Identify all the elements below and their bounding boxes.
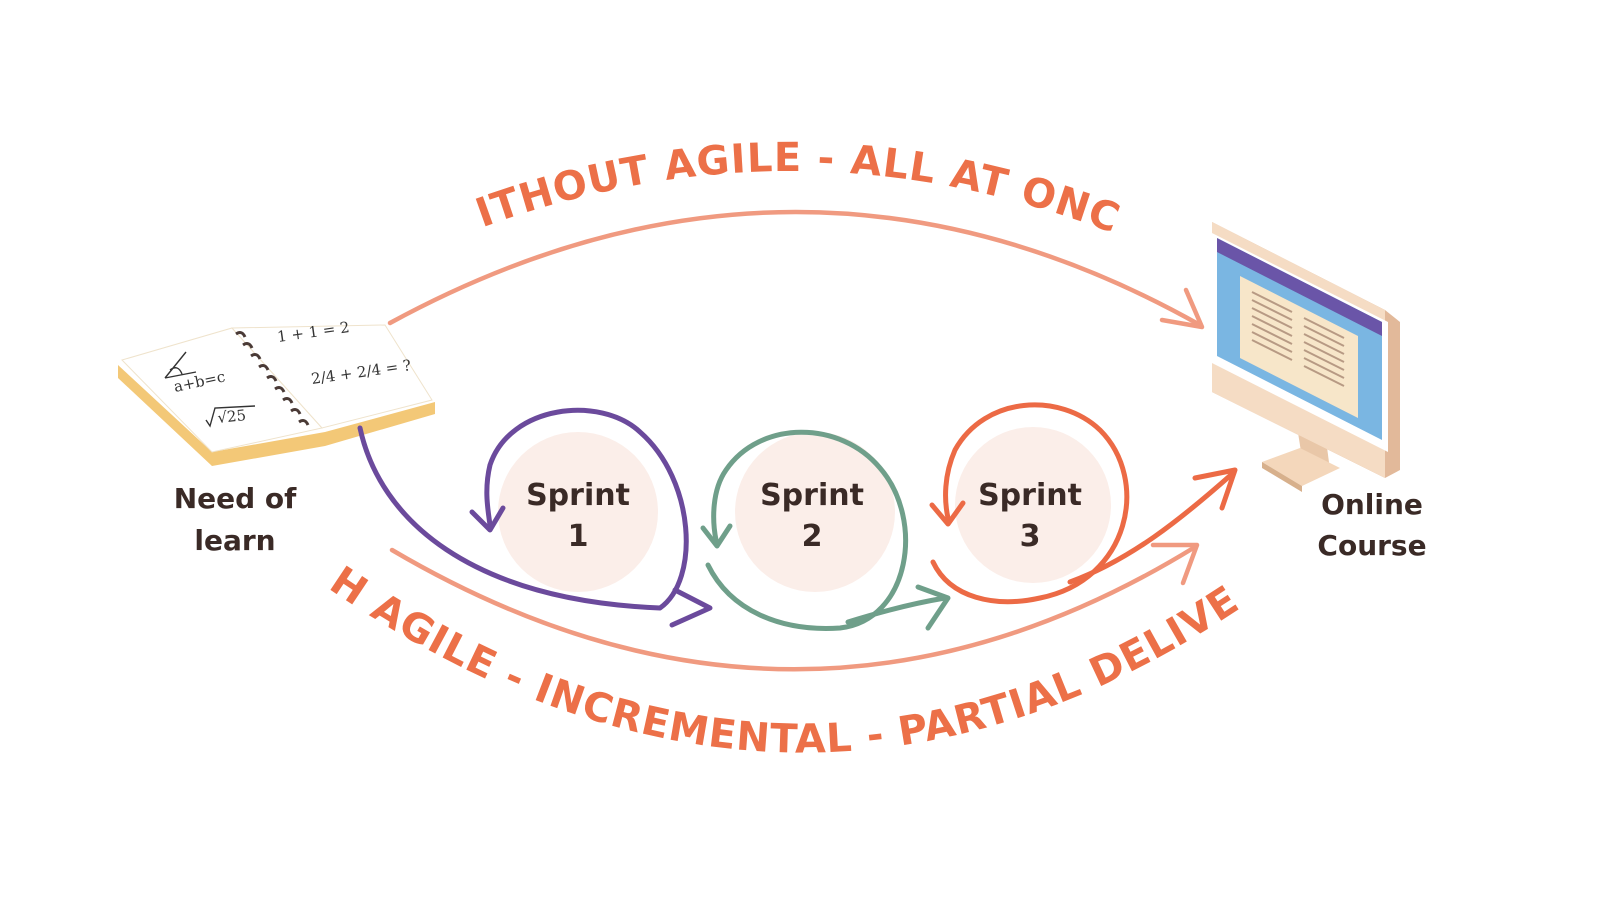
sprint-2-label: Sprint	[760, 478, 864, 513]
sprint-1-circle	[498, 432, 658, 592]
sprint-1-number: 1	[568, 519, 589, 554]
sprint-2-number: 2	[802, 519, 823, 554]
end-label-line1: Online	[1321, 488, 1423, 521]
top-path-label: WITHOUT AGILE - ALL AT ONCE	[0, 0, 1126, 243]
start-label-line2: learn	[194, 524, 275, 557]
sprint-3-circle	[955, 427, 1111, 583]
bottom-path-arrow	[389, 542, 1200, 672]
note-sqrt: √25	[217, 406, 247, 427]
notebook-icon: a+b=c √25 1 + 1 = 2 2/4 + 2/4 = ?	[118, 318, 435, 466]
sprint-2-circle	[735, 432, 895, 592]
start-label-line1: Need of	[174, 482, 297, 515]
sprint-2-loop-arrow	[700, 429, 951, 631]
end-label-line2: Course	[1317, 529, 1426, 562]
sprint-3-label: Sprint	[978, 478, 1082, 513]
sprint-3-number: 3	[1020, 519, 1041, 554]
sprint-1-label: Sprint	[526, 478, 630, 513]
top-path-arrow	[387, 209, 1205, 330]
sprint-3-loop-arrow	[929, 402, 1238, 605]
computer-monitor-icon	[1210, 222, 1400, 492]
sprint-1-loop-arrow	[357, 407, 713, 628]
